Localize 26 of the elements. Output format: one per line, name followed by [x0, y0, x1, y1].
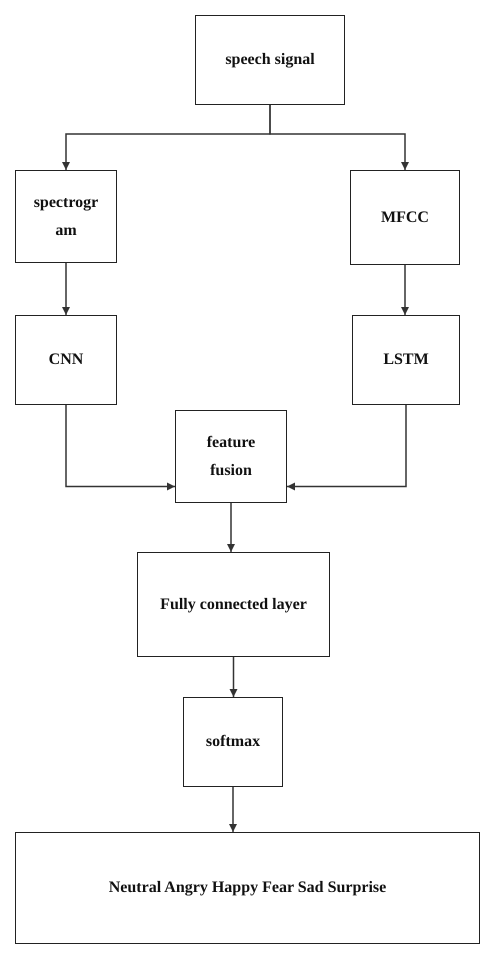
box-label: speech signal [225, 50, 315, 70]
box-label: softmax [206, 732, 260, 752]
process-box [350, 170, 460, 265]
process-box [175, 410, 287, 503]
arrow [227, 503, 235, 552]
process-box [15, 832, 480, 944]
arrow [229, 787, 237, 832]
arrow [65, 405, 175, 490]
box-label: MFCC [381, 208, 429, 228]
box-label: LSTM [383, 350, 429, 370]
process-box [352, 315, 460, 405]
box-label: feature fusion [206, 433, 256, 480]
box-label: CNN [48, 350, 84, 370]
arrow [269, 105, 409, 170]
arrow [62, 263, 70, 315]
process-box [195, 15, 345, 105]
arrow [287, 405, 407, 490]
process-box [15, 170, 117, 263]
process-box [137, 552, 330, 657]
process-box [15, 315, 117, 405]
process-box [183, 697, 283, 787]
box-label: Fully connected layer [160, 594, 307, 615]
arrow [401, 265, 409, 315]
arrow [230, 657, 238, 697]
box-label: Neutral Angry Happy Fear Sad Surprise [108, 878, 386, 898]
box-label: spectrogr am [32, 193, 100, 240]
